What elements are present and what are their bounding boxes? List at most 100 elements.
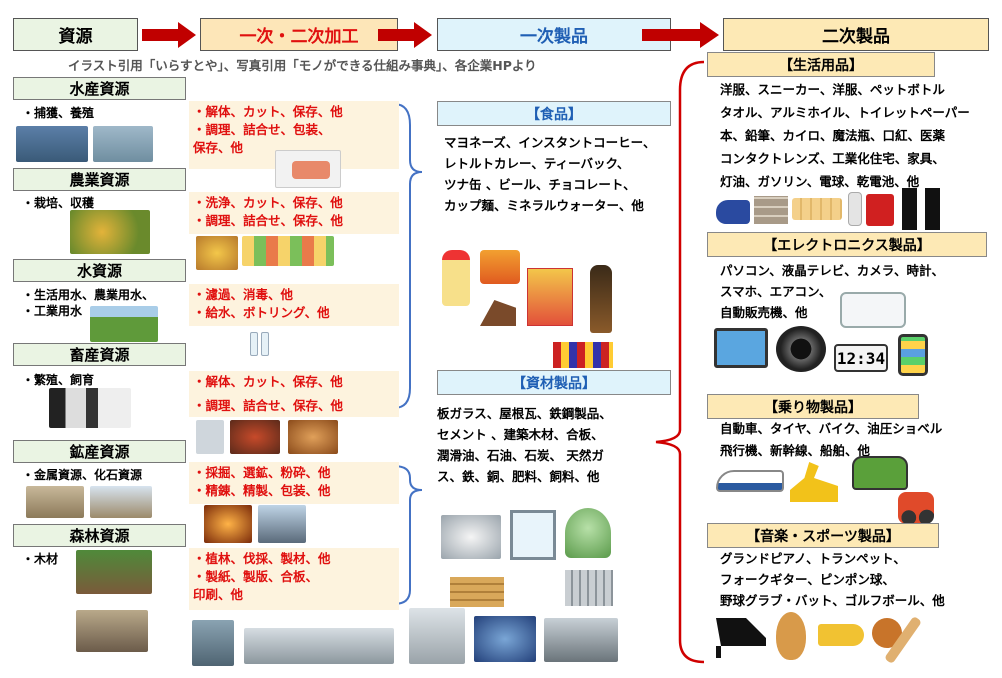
process-agri-line-1: ・洗浄、カット、保存、他 [193, 195, 343, 210]
header-arrows [142, 22, 719, 48]
cattle-photo [49, 388, 131, 428]
press-machine-photo [192, 620, 234, 666]
secondary-daily-line-2: タオル、アルミホイル、トイレットペーパー [720, 105, 970, 120]
secondary-daily-title: 【生活用品】 [707, 52, 935, 77]
header-primary: 一次製品 [437, 18, 671, 51]
secondary-music-list: グランドピアノ、トランペット、 フォークギター、ピンポン球、 野球グラブ・バット… [720, 548, 945, 611]
air-conditioner-icon [840, 292, 906, 328]
suit-icon [902, 188, 940, 230]
gas-tank-icon [565, 508, 611, 558]
process-livestock-line-1: ・解体、カット、保存、他 [193, 374, 343, 389]
process-mineral-line-2: ・精錬、精製、包装、他 [193, 483, 331, 498]
digital-clock-icon: 12:34 [834, 344, 888, 372]
primary-materials-line-2: セメント 、建築木材、合板、 [437, 427, 604, 442]
secondary-daily-line-1: 洋服、スニーカー、洋服、ペットボトル [720, 82, 945, 97]
arrow-1 [142, 22, 196, 48]
trumpet-icon [818, 624, 864, 646]
car-icon [852, 456, 908, 490]
process-water-line-2: ・給水、ボトリング、他 [193, 305, 330, 320]
guitar-icon [776, 612, 806, 660]
smartphone-icon [898, 334, 928, 376]
mayonnaise-icon [442, 250, 470, 306]
arrow-3 [642, 22, 719, 48]
bento-photo [196, 236, 238, 270]
brace-secondary [655, 60, 705, 664]
resource-livestock-title: 畜産資源 [13, 343, 186, 366]
printing-machine-photo [244, 628, 394, 664]
primary-materials-title: 【資材製品】 [437, 370, 671, 395]
primary-food-line-4: カップ麺、ミネラルウォーター、他 [444, 198, 644, 213]
resource-marine-title: 水産資源 [13, 77, 186, 100]
resource-water-sub: ・生活用水、農業用水、 ・工業用水 [22, 288, 155, 318]
process-agri-line-2: ・調理、詰合せ、保存、他 [193, 213, 344, 228]
cpu-chip-photo [474, 616, 536, 662]
secondary-music-title: 【音楽・スポーツ製品】 [707, 523, 939, 548]
irrigation-photo [90, 306, 158, 342]
process-water-line-1: ・濾過、消毒、他 [193, 287, 294, 302]
window-glass-icon [510, 510, 556, 560]
arrow-2 [378, 22, 432, 48]
cup-noodle-icon [480, 250, 520, 284]
beer-bottle-icon [590, 265, 612, 333]
primary-materials-list: 板ガラス、屋根瓦、鉄鋼製品、 セメント 、建築木材、合板、 潤滑油、石油、石炭、… [437, 403, 612, 487]
water-bottle-1 [250, 332, 258, 356]
secondary-music-line-2: フォークギター、ピンポン球、 [720, 572, 895, 587]
secondary-daily-line-3: 本、鉛筆、カイロ、魔法瓶、口紅、医薬 [720, 128, 946, 143]
process-marine-line-1: ・解体、カット、保存、他 [193, 104, 343, 119]
meat-bento-photo [230, 420, 280, 454]
secondary-electronics-line-2: スマホ、エアコン、 [720, 284, 832, 299]
primary-food-line-1: マヨネーズ、インスタントコーヒー、 [444, 135, 656, 150]
resource-forest-title: 森林資源 [13, 524, 186, 547]
oil-pump-photo [90, 486, 152, 518]
process-forest: ・植林、伐採、製材、他 ・製紙、製版、合板、 印刷、他 [189, 548, 399, 610]
thermos-icon [848, 192, 862, 226]
harvest-photo [70, 210, 150, 254]
packaged-veg-photo [242, 236, 334, 266]
fishing-photo [16, 126, 88, 162]
secondary-daily-list: 洋服、スニーカー、洋服、ペットボトル タオル、アルミホイル、トイレットペーパー … [720, 78, 970, 193]
secondary-electronics-line-1: パソコン、液晶テレビ、カメラ、時計、 [720, 263, 945, 278]
camera-lens-icon [776, 326, 826, 372]
secondary-vehicles-title: 【乗り物製品】 [707, 394, 919, 419]
primary-materials-line-4: ス、鉄、銅、肥料、飼料、他 [437, 469, 600, 484]
smelting-photo [204, 505, 252, 543]
primary-food-line-2: レトルトカレー、ティーバック、 [444, 156, 630, 171]
resource-water-title: 水資源 [13, 259, 186, 282]
secondary-vehicles-line-1: 自動車、タイヤ、バイク、油圧ショベル [720, 421, 943, 436]
secondary-music-line-3: 野球グラブ・バット、ゴルフボール、他 [720, 593, 945, 608]
salmon-pack-photo [275, 150, 341, 188]
process-forest-line-3: 印刷、他 [193, 587, 244, 602]
resource-forest-sub: ・木材 [22, 552, 59, 566]
secondary-daily-line-5: 灯油、ガソリン、電球、乾電池、他 [720, 174, 920, 189]
header-processing: 一次・二次加工 [200, 18, 398, 51]
cnc-machine-photo [409, 608, 465, 664]
secondary-electronics-list: パソコン、液晶テレビ、カメラ、時計、 スマホ、エアコン、 自動販売機、他 [720, 260, 944, 323]
process-mineral: ・採掘、選鉱、粉砕、他 ・精錬、精製、包装、他 [189, 462, 399, 504]
primary-food-line-3: ツナ缶 、ビール、チョコレート、 [444, 177, 636, 192]
primary-food-title: 【食品】 [437, 101, 671, 126]
pencils-icon [792, 198, 842, 220]
secondary-music-line-1: グランドピアノ、トランペット、 [720, 551, 906, 566]
process-livestock: ・解体、カット、保存、他 ・調理、詰合せ、保存、他 [189, 371, 399, 417]
fuel-can-icon [866, 194, 894, 226]
secondary-daily-line-4: コンタクトレンズ、工業化住宅、家具、 [720, 151, 945, 166]
lumber-icon [450, 577, 504, 607]
resource-mineral-title: 鉱産資源 [13, 440, 186, 463]
sawmill-photo [76, 610, 148, 652]
mining-photo [26, 486, 84, 518]
laptop-icon [714, 328, 768, 368]
steel-pipes-icon [565, 570, 613, 606]
towels-icon [754, 196, 788, 224]
drink-cans-icon [553, 342, 613, 368]
brace-food [393, 103, 423, 409]
water-bottle-2 [261, 332, 269, 356]
resource-mineral-sub: ・金属資源、化石資源 [22, 468, 143, 482]
sneaker-icon [716, 200, 750, 224]
primary-food-list: マヨネーズ、インスタントコーヒー、 レトルトカレー、ティーバック、 ツナ缶 、ビ… [444, 132, 656, 216]
header-resources: 資源 [13, 18, 138, 51]
process-agri: ・洗浄、カット、保存、他 ・調理、詰合せ、保存、他 [189, 192, 399, 234]
process-livestock-line-2: ・調理、詰合せ、保存、他 [193, 398, 344, 413]
shinkansen-icon [716, 470, 784, 492]
primary-materials-line-3: 潤滑油、石油、石炭、 天然ガ [437, 448, 604, 463]
secondary-electronics-title: 【エレクトロニクス製品】 [707, 232, 987, 257]
